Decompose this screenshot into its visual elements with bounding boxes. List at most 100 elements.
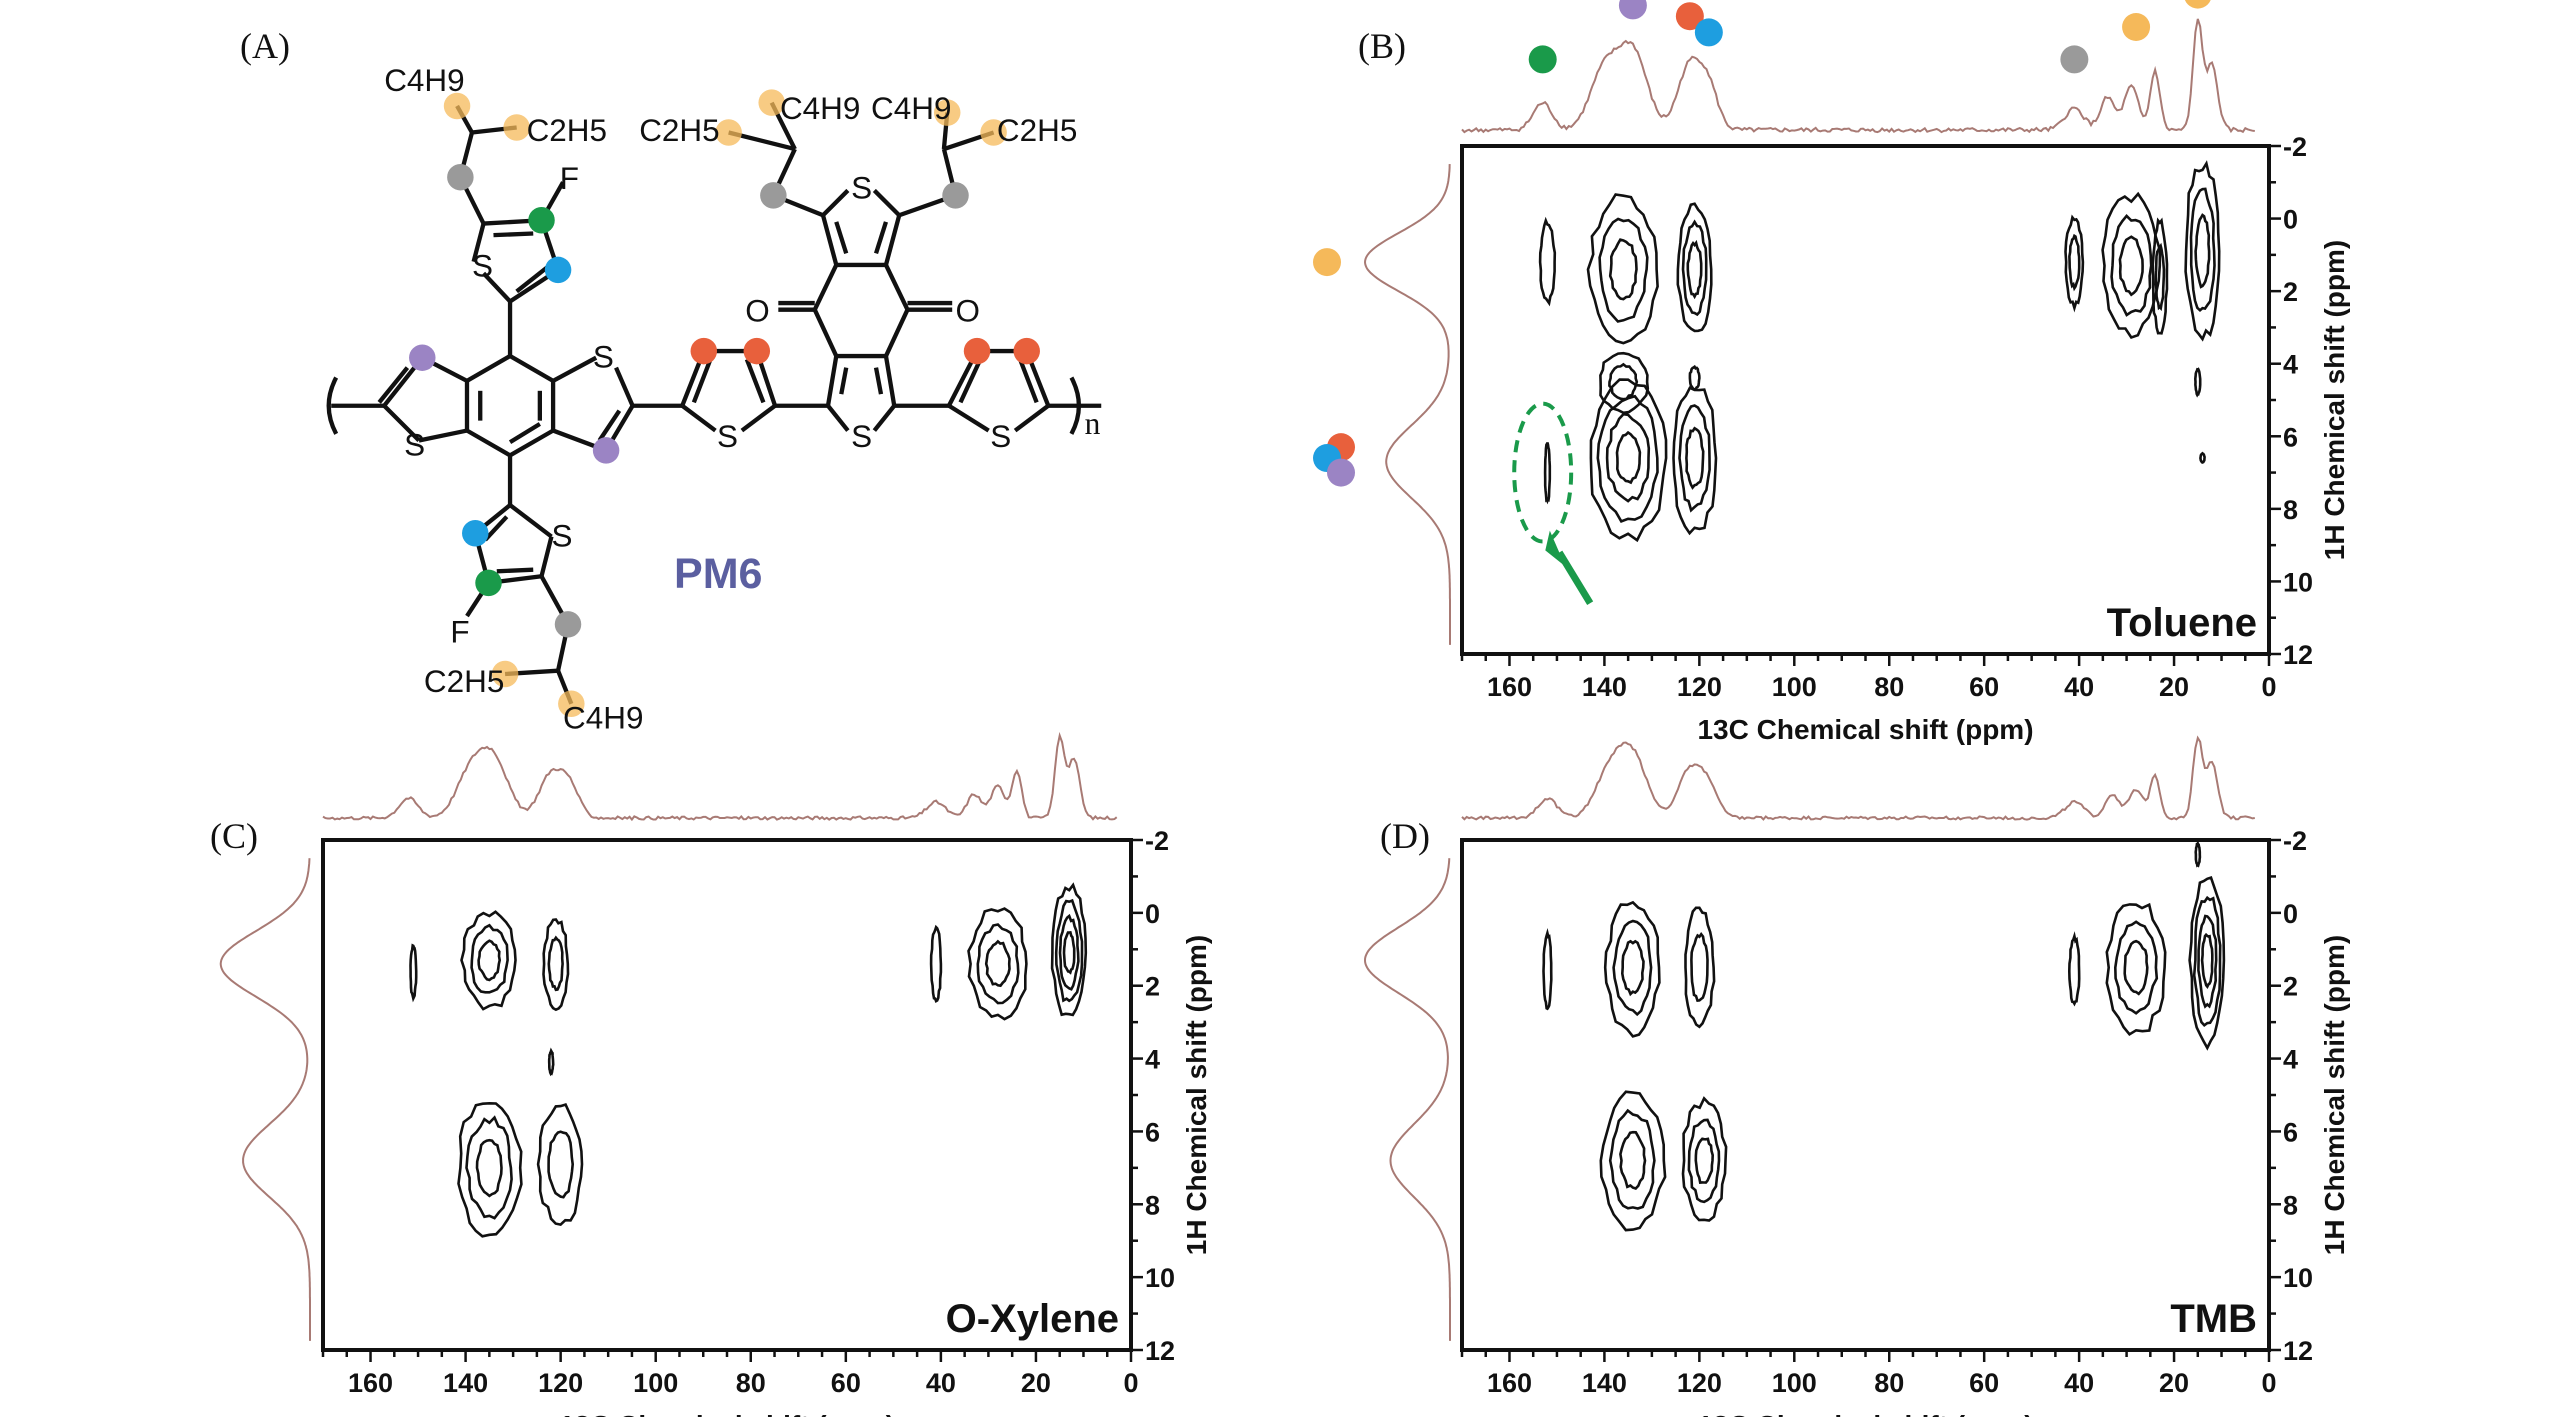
bond (483, 515, 509, 542)
contour-line (1681, 1096, 1728, 1222)
orange-assignment-marker (2184, 0, 2211, 9)
solvent-label: O-Xylene (946, 1297, 1119, 1341)
blue-assignment-marker (1694, 18, 1723, 47)
alkyl-label: C4H9 (384, 63, 464, 98)
bond (820, 214, 839, 266)
contour-line (2193, 367, 2202, 398)
contour-line (1542, 927, 1553, 1011)
contour-line (1686, 239, 1703, 300)
contour-line (1615, 430, 1642, 485)
x-tick-label: 160 (1487, 672, 1532, 702)
orange-atom-marker (758, 89, 785, 116)
orange-atom-marker (933, 99, 961, 126)
contour-line (2189, 187, 2216, 313)
x-tick-label: 60 (831, 1368, 861, 1398)
x-tick-label: 100 (1772, 1368, 1817, 1398)
y-tick-label: 8 (2283, 495, 2298, 525)
contour-line (2194, 213, 2211, 289)
contour-line (2110, 213, 2153, 317)
orange-atom-marker (980, 119, 1007, 146)
x-tick-label: 0 (2261, 1368, 2276, 1398)
contour-line (1543, 442, 1552, 505)
contour-line (457, 1101, 523, 1238)
y-axis-label: 1H Chemical shift (ppm) (2319, 240, 2350, 560)
contour-line (2067, 931, 2081, 1007)
bond (834, 221, 849, 255)
contour-line (1605, 412, 1651, 503)
contour-line (1050, 882, 1088, 1017)
contour-line (2064, 214, 2085, 313)
oxygen-label: O (745, 293, 769, 328)
sulfur-label: S (404, 427, 425, 462)
y-tick-label: -2 (1145, 826, 1169, 856)
alkyl-label: C2H5 (527, 113, 607, 148)
contour-line (1589, 378, 1668, 543)
panel-label-d: (D) (1380, 816, 1430, 856)
orange-assignment-marker (2122, 13, 2151, 41)
x-tick-label: 0 (1123, 1368, 1138, 1398)
y-axis-label: 1H Chemical shift (ppm) (1181, 935, 1212, 1255)
bond (680, 403, 717, 433)
bond (539, 536, 554, 577)
x-tick-label: 120 (1677, 672, 1722, 702)
red-atom-marker (963, 337, 991, 365)
bond (377, 366, 410, 404)
x-tick-label: 160 (1487, 1368, 1532, 1398)
gray-atom-marker (942, 182, 969, 209)
panel-label-c: (C) (210, 816, 258, 856)
contour-line (2101, 191, 2162, 340)
contour-line (2154, 242, 2166, 312)
x-tick-label: 20 (1021, 1368, 1051, 1398)
purple-atom-marker (592, 437, 620, 464)
contour-line (984, 939, 1011, 988)
x-tick-label: 40 (2064, 1368, 2094, 1398)
bonds (326, 101, 1102, 705)
y-tick-label: 6 (1145, 1117, 1160, 1147)
red-atom-marker (1013, 337, 1040, 365)
contour-line (547, 1047, 555, 1077)
bond (1013, 403, 1050, 433)
bond (826, 404, 850, 432)
contour-line (1608, 1108, 1656, 1210)
alkyl-label: C4H9 (563, 701, 643, 736)
contour-line (1694, 1137, 1715, 1185)
red-atom-marker (690, 337, 718, 365)
gray-atom-marker (554, 611, 582, 638)
green-assignment-marker (1528, 45, 1557, 74)
x-tick-label: 140 (443, 1368, 488, 1398)
contour-line (1620, 939, 1645, 997)
contour-line (1586, 193, 1659, 345)
y-tick-label: 4 (2283, 1045, 2298, 1075)
blue-atom-marker (544, 256, 572, 284)
fluorine-label: F (560, 161, 579, 196)
contour-line (1681, 219, 1708, 317)
bracket-right (1069, 376, 1082, 435)
y-tick-label: 6 (2283, 1117, 2298, 1147)
sulfur-label: S (990, 419, 1011, 454)
contour-line (465, 1115, 513, 1220)
bond (691, 358, 713, 404)
alkyl-label: C4H9 (780, 91, 860, 126)
contour-line (1676, 202, 1713, 333)
contour-line (1687, 1118, 1721, 1204)
polymer-name: PM6 (674, 550, 763, 598)
panel-label-b: (B) (1358, 26, 1406, 66)
contour-line (1596, 394, 1659, 524)
red-atom-marker (743, 337, 771, 365)
x-tick-label: 60 (1969, 672, 1999, 702)
contour-line (2192, 895, 2222, 1028)
contour-line (2200, 932, 2214, 989)
contour-line (547, 1130, 575, 1199)
bond (1018, 358, 1039, 404)
bracket-left (326, 376, 339, 435)
contour-line (2194, 839, 2202, 868)
plot-frame (1460, 144, 2271, 656)
contour-line (1608, 362, 1639, 401)
contour-line (1690, 932, 1709, 1003)
atom-markers (409, 89, 1040, 718)
pm6-structure: S S S S S S S S O O F F C4H9 C2H5 C2H5 C… (326, 63, 1102, 736)
gray-atom-marker (760, 182, 787, 209)
proton-projection-spectrum (219, 858, 311, 1341)
contour-line (2123, 939, 2149, 996)
alkyl-label: C2H5 (997, 113, 1077, 148)
